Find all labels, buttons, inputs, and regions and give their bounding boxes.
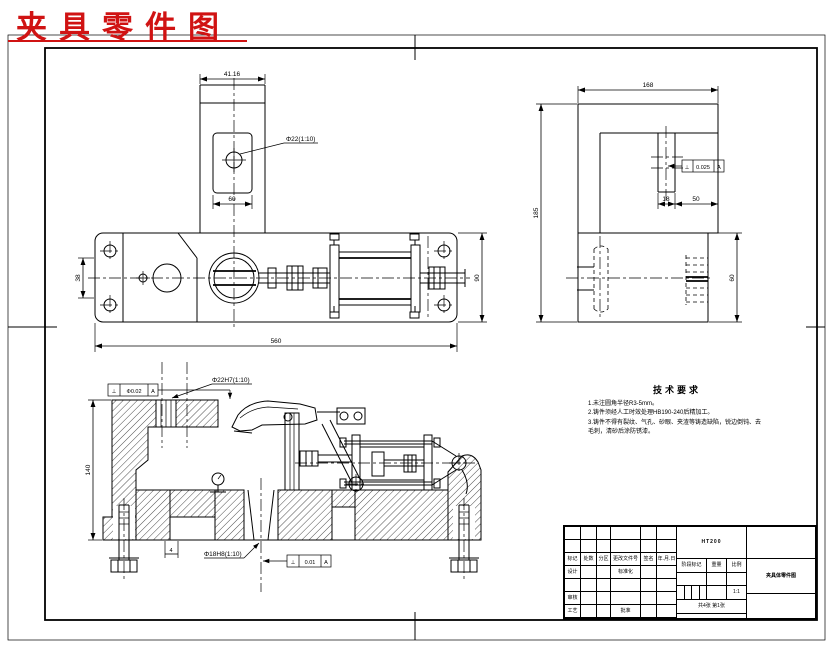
svg-text:A: A [717, 165, 721, 171]
sheet-title: 夹具零件图 [16, 10, 231, 45]
col-docno: 更改文件号 [611, 553, 641, 566]
sheet-count: 共4张 第1张 [677, 600, 747, 614]
weight-label: 重量 [707, 559, 727, 573]
plan-right-dim: 90 [474, 274, 481, 282]
title-block: 标记 处数 分区 更改文件号 签名 年.月.日 设计 标准化 审核 工艺 批准 … [563, 525, 817, 620]
t-bolt-right [449, 498, 479, 580]
side-slot-dim: 18 [662, 196, 670, 203]
svg-text:⊥: ⊥ [291, 559, 296, 566]
tech-req-item: 1.未注圆角半径R3-5mm。 [588, 401, 659, 407]
plan-left-dim: 38 [75, 274, 82, 282]
side-top-dim: 168 [643, 82, 654, 89]
audit-label: 审核 [565, 592, 581, 605]
sec-taper-bottom-label: Φ18H8(1:10) [204, 551, 242, 558]
svg-text:0.025: 0.025 [696, 165, 710, 171]
scale-value: 1:1 [727, 586, 747, 600]
svg-text:⊥: ⊥ [685, 164, 690, 171]
process-label: 工艺 [565, 605, 581, 618]
svg-text:Φ0.02: Φ0.02 [126, 389, 141, 395]
plan-bottom-dim: 560 [271, 338, 282, 345]
section-view: ⊥ Φ0.02 A Φ22H7(1:10) Φ18H8(1:10) ⊥ 0.01… [85, 362, 482, 592]
side-step-dim: 50 [692, 196, 700, 203]
sec-foot-dim: 4 [169, 548, 172, 554]
stage-label: 阶段标记 [677, 559, 707, 573]
design-label: 设计 [565, 566, 581, 579]
title-block-middle: HT200 阶段标记 重量 比例 1:1 共4张 第1张 [677, 527, 747, 618]
dial-indicator [210, 472, 226, 493]
svg-text:A: A [324, 560, 328, 566]
approve-label: 批准 [611, 605, 641, 618]
svg-text:A: A [151, 389, 155, 395]
svg-text:0.01: 0.01 [305, 560, 316, 566]
tech-req-item: 3.铸件不得有裂纹、气孔、砂眼、夹渣等铸造缺陷，锐边倒钝、去毛刺，清砂后涂防锈漆… [588, 419, 762, 435]
col-date: 年.月.日 [657, 553, 677, 566]
title-block-right: 夹具体零件图 [747, 527, 815, 618]
scale-label: 比例 [727, 559, 747, 573]
sec-taper-top-label: Φ22H7(1:10) [212, 377, 250, 384]
plan-taper-label: Φ22(1:10) [286, 136, 315, 143]
side-left-dim: 185 [533, 207, 540, 218]
sec-height-dim: 140 [85, 464, 92, 475]
standard-label: 标准化 [611, 566, 641, 579]
side-lower-dim: 60 [729, 274, 736, 282]
plan-slot-dim: 60 [228, 196, 236, 203]
svg-text:⊥: ⊥ [112, 388, 117, 395]
t-bolt-left [109, 498, 139, 580]
side-view: ⊥ 0.025 A 18 50 60 [533, 82, 742, 323]
material: HT200 [677, 527, 747, 559]
col-count: 处数 [581, 553, 597, 566]
col-zone: 分区 [597, 553, 611, 566]
col-mark: 标记 [565, 553, 581, 566]
sheet-title-underline [8, 40, 247, 42]
side-fcf: ⊥ 0.025 A [668, 159, 725, 173]
border-frame [7, 34, 826, 641]
section-fcf-bottom: ⊥ 0.01 A [263, 554, 332, 568]
col-sign: 签名 [641, 553, 657, 566]
plan-top-dim: 41.16 [224, 71, 241, 78]
plan-view: Φ22(1:10) 41.16 60 [75, 71, 487, 352]
technical-requirements: 技术要求 1.未注圆角半径R3-5mm。 2.铸件须经人工时效处理HB190-2… [588, 383, 766, 437]
part-name: 夹具体零件图 [747, 559, 815, 594]
title-block-revision-grid: 标记 处数 分区 更改文件号 签名 年.月.日 设计 标准化 审核 工艺 批准 [565, 527, 677, 618]
tech-req-item: 2.铸件须经人工时效处理HB190-240后精加工。 [588, 410, 714, 417]
tech-req-title: 技术要求 [652, 385, 701, 395]
section-fcf-top: ⊥ Φ0.02 A [107, 383, 233, 399]
